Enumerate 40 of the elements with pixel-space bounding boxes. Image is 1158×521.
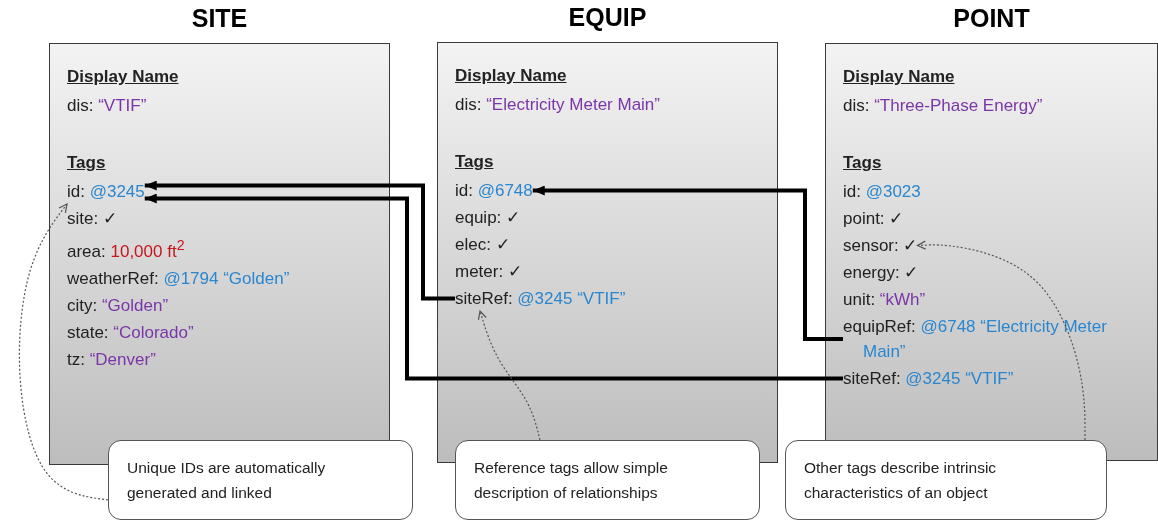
tag-line: energy: ✓ [843,260,919,285]
callout-note: Reference tags allow simple description of relationships [455,440,760,520]
tag-line: dis: “Three-Phase Energy” [843,93,1043,118]
section-heading: Display Name [843,66,955,88]
tag-line: sensor: ✓ [843,233,918,258]
section-heading: Display Name [455,65,567,87]
tag-line: equipRef: @6748 “Electricity Meter Main” [843,314,1147,364]
section-heading: Display Name [67,66,179,88]
tag-line: equip: ✓ [455,205,521,230]
tag-line: city: “Golden” [67,292,169,318]
panel-title: EQUIP [567,3,648,32]
reference-arrow [144,180,455,301]
tag-line: dis: “Electricity Meter Main” [455,92,660,117]
reference-arrow [144,193,843,381]
section-heading: Tags [455,151,494,173]
tag-line: dis: “VTIF” [67,93,147,118]
tag-line: point: ✓ [843,206,904,231]
annotation-arrow [916,240,1086,441]
callout-note: Unique IDs are automatically generated and linked [108,440,413,520]
panel-title: SITE [190,4,249,33]
tag-line: state: “Colorado” [67,319,194,345]
tag-line: id: @6748 [455,178,533,203]
tag-line: elec: ✓ [455,232,510,257]
tag-line: unit: “kWh” [843,287,926,312]
section-heading: Tags [67,152,106,174]
tag-line: site: ✓ [67,206,117,231]
tag-line: weatherRef: @1794 “Golden” [67,265,290,291]
tag-line: id: @3023 [843,179,921,204]
tag-line: id: @3245 [67,179,145,204]
annotation-arrow [477,310,541,441]
tag-line: meter: ✓ [455,259,522,284]
annotation-arrow [18,203,109,501]
tag-line: tz: “Denver” [67,346,156,372]
tag-line: area: 10,000 ft$^{2}$ [67,233,185,264]
callout-note: Other tags describe intrinsic characteristics of an object [785,440,1107,520]
tag-line: siteRef: @3245 “VTIF” [843,366,1014,391]
panel-title: POINT [952,4,1031,33]
tag-line: siteRef: @3245 “VTIF” [455,286,626,311]
section-heading: Tags [843,152,882,174]
reference-arrow [532,185,843,341]
